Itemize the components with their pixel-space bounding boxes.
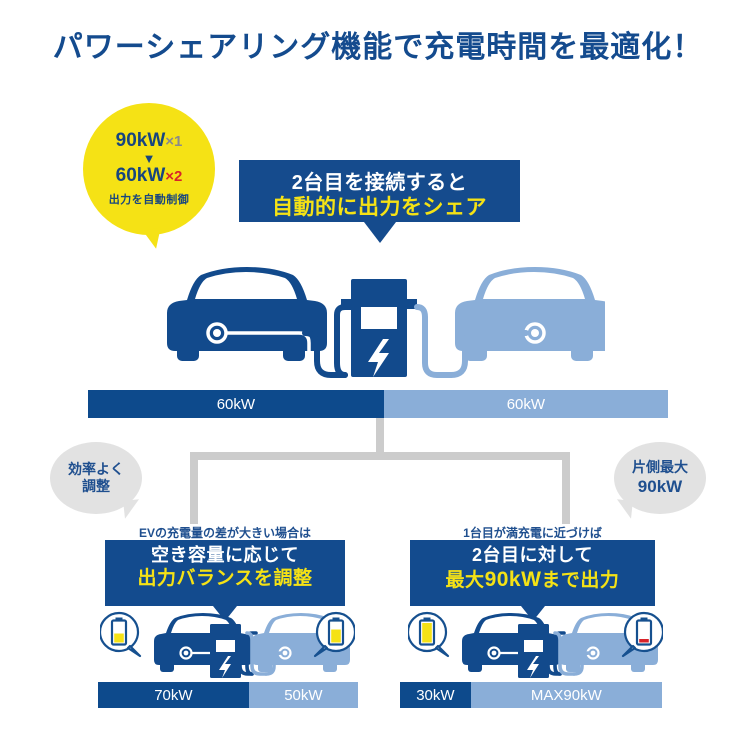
connector-crossbar xyxy=(190,452,570,460)
battery-bubble-right-2 xyxy=(621,611,665,658)
right-box-suffix: まで出力 xyxy=(541,569,620,591)
left-bar-left-segment: 70kW xyxy=(98,682,249,708)
top-scene-svg xyxy=(167,267,615,378)
battery-fill-right-2 xyxy=(639,639,649,643)
left-bar-right-segment: 50kW xyxy=(248,682,358,708)
max-output-bubble-tail xyxy=(615,499,633,519)
callout-power-after: 60kW xyxy=(115,165,166,186)
lightning-bolt-icon-left-scene xyxy=(219,656,231,678)
right-scene-svg xyxy=(406,611,665,678)
efficiency-bubble-line-1: 効率よく xyxy=(68,460,124,477)
connector-left-drop xyxy=(190,452,198,524)
callout-count-after: ×2 xyxy=(165,168,183,185)
arrow-down-icon: ▼ xyxy=(142,151,156,166)
right-bar-right-segment: MAX90kW xyxy=(470,682,662,708)
right-box-prefix: 最大 xyxy=(445,569,485,591)
left-scene-svg xyxy=(98,611,357,678)
lightning-bolt-icon-right-scene xyxy=(527,656,539,678)
battery-bubble-left-2 xyxy=(406,611,450,658)
right-bar-left-segment: 30kW xyxy=(400,682,471,708)
yellow-callout-bubble: 90kW×1 ▼ 60kW×2 出力を自動制御 xyxy=(83,103,215,251)
battery-fill-right xyxy=(331,629,341,643)
callout-subtitle: 出力を自動制御 xyxy=(108,193,190,206)
efficiency-bubble: 効率よく 調整 xyxy=(50,442,142,519)
right-branch-box-line-2: 最大90kWまで出力 xyxy=(410,567,655,593)
left-branch-box-line-2: 出力バランスを調整 xyxy=(137,567,313,589)
right-branch-box: 2台目に対して 最大90kWまで出力 xyxy=(410,540,655,621)
max-output-bubble-line-1: 片側最大 xyxy=(632,458,688,475)
right-branch-scene xyxy=(406,608,665,680)
top-bar-left-segment: 60kW xyxy=(88,390,384,418)
left-branch-bar: 70kW 50kW xyxy=(98,682,358,708)
connector-right-drop xyxy=(562,452,570,524)
efficiency-bubble-tail xyxy=(123,499,141,519)
callout-line-after: 60kW×2 xyxy=(116,166,183,186)
lightning-bolt-icon xyxy=(368,339,389,377)
top-power-split-bar: 60kW 60kW xyxy=(88,390,668,418)
top-charging-scene xyxy=(155,245,615,380)
callout-count-before: ×1 xyxy=(165,133,183,151)
battery-bubble-left xyxy=(98,611,142,658)
left-branch-box: 空き容量に応じて 出力バランスを調整 xyxy=(105,540,345,621)
right-branch-caption: 1台目が満充電に近づけば xyxy=(463,526,602,540)
charger-display xyxy=(361,307,397,329)
callout-tail xyxy=(143,227,165,251)
callout-power-before: 90kW xyxy=(115,130,166,152)
battery-fill-left xyxy=(114,633,124,643)
banner-line-2: 自動的に出力をシェア xyxy=(272,196,487,219)
left-branch-scene xyxy=(98,608,357,680)
battery-bubble-right xyxy=(313,611,357,658)
top-bar-right-segment: 60kW xyxy=(383,390,668,418)
banner-line-1: 2台目を接続すると xyxy=(291,172,468,194)
max-output-bubble: 片側最大 90kW xyxy=(614,442,706,519)
battery-fill-left-2 xyxy=(422,623,432,643)
left-branch-box-line-1: 空き容量に応じて xyxy=(151,545,299,565)
max-output-bubble-line-2: 90kW xyxy=(637,477,683,497)
branch-connector xyxy=(190,418,570,526)
main-banner: 2台目を接続すると 自動的に出力をシェア xyxy=(239,160,520,243)
callout-line-before: 90kW×1 xyxy=(116,131,183,151)
connector-stem xyxy=(376,418,384,458)
efficiency-bubble-line-2: 調整 xyxy=(82,478,110,494)
banner-tail xyxy=(363,222,396,243)
right-branch-bar: 30kW MAX90kW xyxy=(400,682,662,708)
right-branch-box-line-1: 2台目に対して xyxy=(472,545,593,565)
right-box-kw: 90kW xyxy=(484,567,542,591)
page-title: パワーシェアリング機能で充電時間を最適化！ xyxy=(52,31,704,64)
left-branch-caption: EVの充電量の差が大きい場合は xyxy=(138,526,311,540)
